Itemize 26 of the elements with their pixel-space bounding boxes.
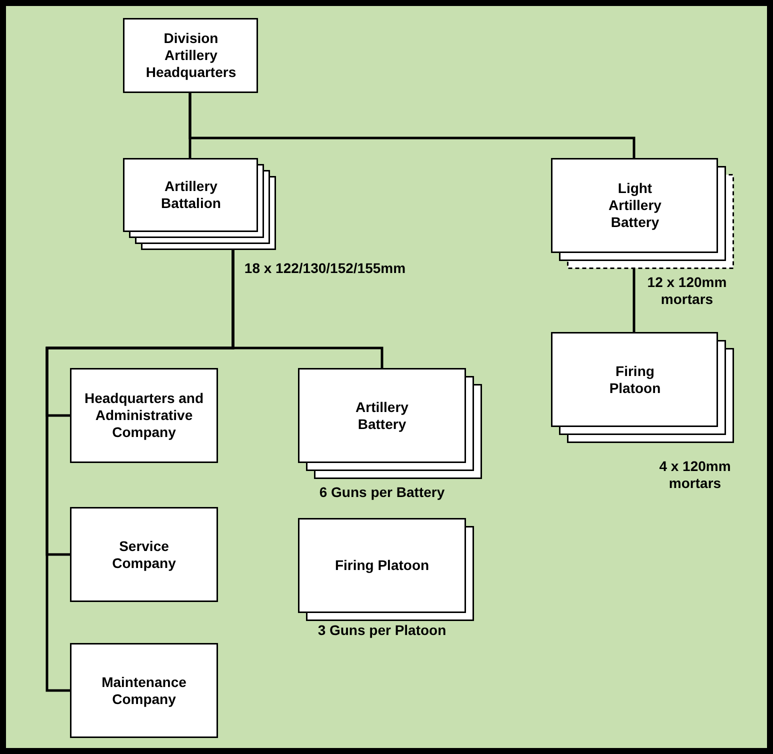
unit-name: Service Company	[111, 538, 177, 572]
unit-box	[70, 368, 218, 463]
connector-line	[632, 269, 636, 332]
unit-note: 12 x 120mm mortars	[646, 274, 728, 308]
unit-box	[123, 18, 258, 93]
unit-note: 4 x 120mm mortars	[658, 458, 732, 492]
unit-name: Headquarters and Administrative Company	[83, 390, 205, 441]
unit-name: Maintenance Company	[100, 674, 188, 708]
stacked-unit-box	[123, 158, 276, 250]
unit-name: Firing Platoon	[608, 362, 662, 396]
unit-box	[70, 507, 218, 602]
unit-name: Artillery Battery	[354, 398, 410, 432]
connector-line	[188, 93, 636, 158]
connector-line	[46, 250, 234, 692]
unit-note: 18 x 122/130/152/155mm	[243, 260, 407, 277]
stacked-unit-box	[551, 332, 734, 443]
unit-name: Light Artillery Battery	[608, 180, 662, 231]
stacked-unit-box	[298, 368, 482, 479]
unit-name: Firing Platoon	[334, 557, 430, 574]
unit-note: 6 Guns per Battery	[318, 484, 446, 501]
stacked-unit-box	[298, 518, 474, 621]
unit-note: 3 Guns per Platoon	[316, 622, 448, 639]
unit-name: Division Artillery Headquarters	[144, 30, 238, 81]
unit-box	[70, 643, 218, 738]
stacked-unit-box	[551, 158, 734, 269]
unit-name: Artillery Battalion	[160, 178, 222, 212]
